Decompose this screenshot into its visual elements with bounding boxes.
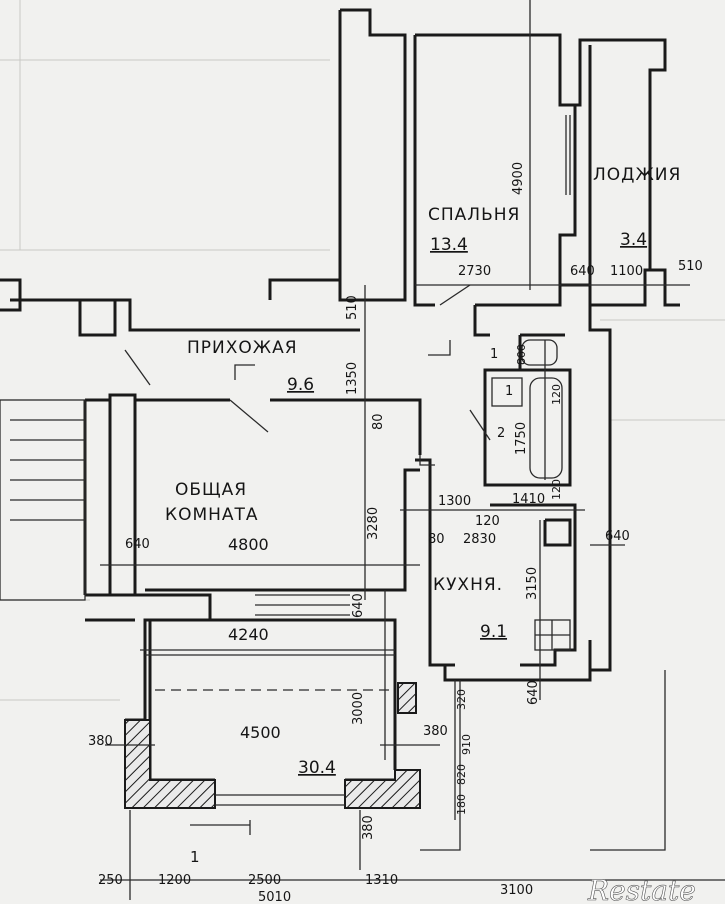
dim-label: 510 [678,259,703,274]
dim-label: 1310 [365,873,398,888]
loggia-name: ЛОДЖИЯ [593,165,681,185]
walls [0,8,680,851]
dim-label: 640 [125,537,150,552]
dim-label: 120 [475,514,500,529]
dim-label: 2500 [248,873,281,888]
dim-label: 3280 [366,507,381,540]
dim-label: 2830 [463,532,496,547]
loggia-area: 3.4 [620,230,647,250]
dim-label: 800 [515,344,528,365]
bedroom-area: 13.4 [430,235,468,255]
dim-label: 640 [605,529,630,544]
kitchen-area: 9.1 [480,622,507,642]
dim-label: 3100 [500,883,533,898]
dimension-labels: 4900 2730 640 1100 510 510 1350 80 3280 … [88,162,703,904]
dim-label: 510 [345,295,360,320]
dim-label: 80 [371,413,386,430]
dim-label: 120 [550,479,563,500]
dim-label: 640 [526,680,541,705]
dim-label: 4500 [240,723,281,742]
dim-label: 2730 [458,264,491,279]
dim-label: 1750 [514,422,529,455]
dim-label: 250 [98,873,123,888]
dim-label: 4900 [511,162,526,195]
living-room-name-line1: ОБЩАЯ [175,480,247,500]
dim-label: 380 [423,724,448,739]
dim-label: 120 [550,384,563,405]
dim-label: 820 [455,764,468,785]
dim-label: 1200 [158,873,191,888]
dim-label: 4240 [228,625,269,644]
dim-label: 3000 [351,692,366,725]
kitchen-name: КУХНЯ. [433,575,503,595]
dim-label: 4800 [228,535,269,554]
dim-label: 3150 [525,567,540,600]
hallway-area: 9.6 [287,375,314,395]
dim-label: 640 [570,264,595,279]
dimension-lines [100,0,725,900]
dim-label: 180 [455,794,468,815]
dim-label: 1410 [512,492,545,507]
marker-label: 1 [490,347,498,362]
marker-label: 2 [497,426,505,441]
dim-label: 380 [88,734,113,749]
dim-label: 910 [460,734,473,755]
dim-label: 5010 [258,890,291,904]
dim-label: 640 [351,593,366,618]
dim-label: 320 [455,689,468,710]
dim-label: 1350 [345,362,360,395]
dim-label: 80 [428,532,445,547]
dim-label: 1300 [438,494,471,509]
living-room-name-line2: КОМНАТА [165,505,259,525]
exterior-walls [124,682,421,809]
watermark-logo: Restate [587,874,696,904]
marker-label: 1 [505,384,513,399]
dim-label: 380 [361,815,376,840]
section-marker: 1 [190,848,200,866]
bedroom-name: СПАЛЬНЯ [428,205,520,225]
hallway-name: ПРИХОЖАЯ [187,338,298,358]
doors-windows [124,115,571,691]
dim-label: 1100 [610,264,643,279]
living-room-area: 30.4 [298,758,336,778]
